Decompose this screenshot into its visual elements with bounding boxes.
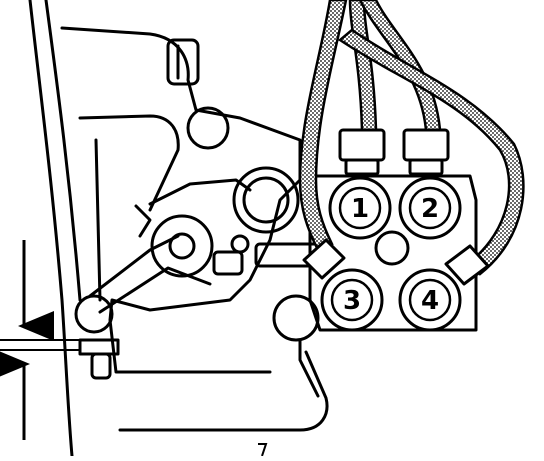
fitting-port-2: [402, 128, 450, 162]
port-3-callout: 3: [320, 268, 384, 332]
bottom-pipe: [298, 338, 320, 398]
pivot-boss-inner: [168, 232, 196, 260]
housing-inner-edge: [78, 114, 180, 212]
small-boss: [230, 234, 250, 254]
brake-hoses: [298, 0, 525, 276]
port-callouts: 1 2 3 4: [320, 176, 462, 332]
port-4-callout: 4: [398, 268, 462, 332]
housing-outline: [60, 26, 302, 374]
servo-housing-inner: [242, 176, 290, 224]
ball-joint-stud: [90, 352, 112, 380]
pivot-boss-outer: [150, 214, 214, 278]
housing-left-edge: [94, 138, 102, 302]
fitting-port-4-angled: [444, 244, 490, 286]
upper-round-boss: [186, 106, 230, 150]
fitting-port-3-angled: [302, 238, 346, 280]
fitting-port-2-nut: [408, 158, 444, 176]
lower-round-boss: [272, 294, 320, 342]
linkage-lever: [88, 234, 212, 314]
port-1-label: 1: [351, 194, 369, 224]
port-1-callout: 1: [328, 176, 392, 240]
bottom-tick: [258, 443, 268, 457]
servo-housing: [232, 166, 300, 234]
left-vertical-tube-inner: [44, 0, 82, 302]
top-bracket-cap: [166, 38, 200, 86]
housing-lower-rail: [118, 350, 329, 432]
ball-joint: [74, 294, 114, 334]
hose-to-port-4: [337, 28, 525, 276]
port-4-label: 4: [421, 286, 439, 316]
clearance-indicator: [0, 240, 80, 440]
fitting-port-1: [338, 128, 386, 162]
fitting-port-1-nut: [344, 158, 380, 176]
port-3-label: 3: [343, 286, 361, 316]
bracket-arm: [134, 178, 252, 238]
central-recess: [374, 230, 410, 266]
left-vertical-tube: [28, 0, 74, 458]
port-2-callout: 2: [398, 176, 462, 240]
small-fitting: [212, 250, 244, 276]
port-2-label: 2: [421, 194, 439, 224]
